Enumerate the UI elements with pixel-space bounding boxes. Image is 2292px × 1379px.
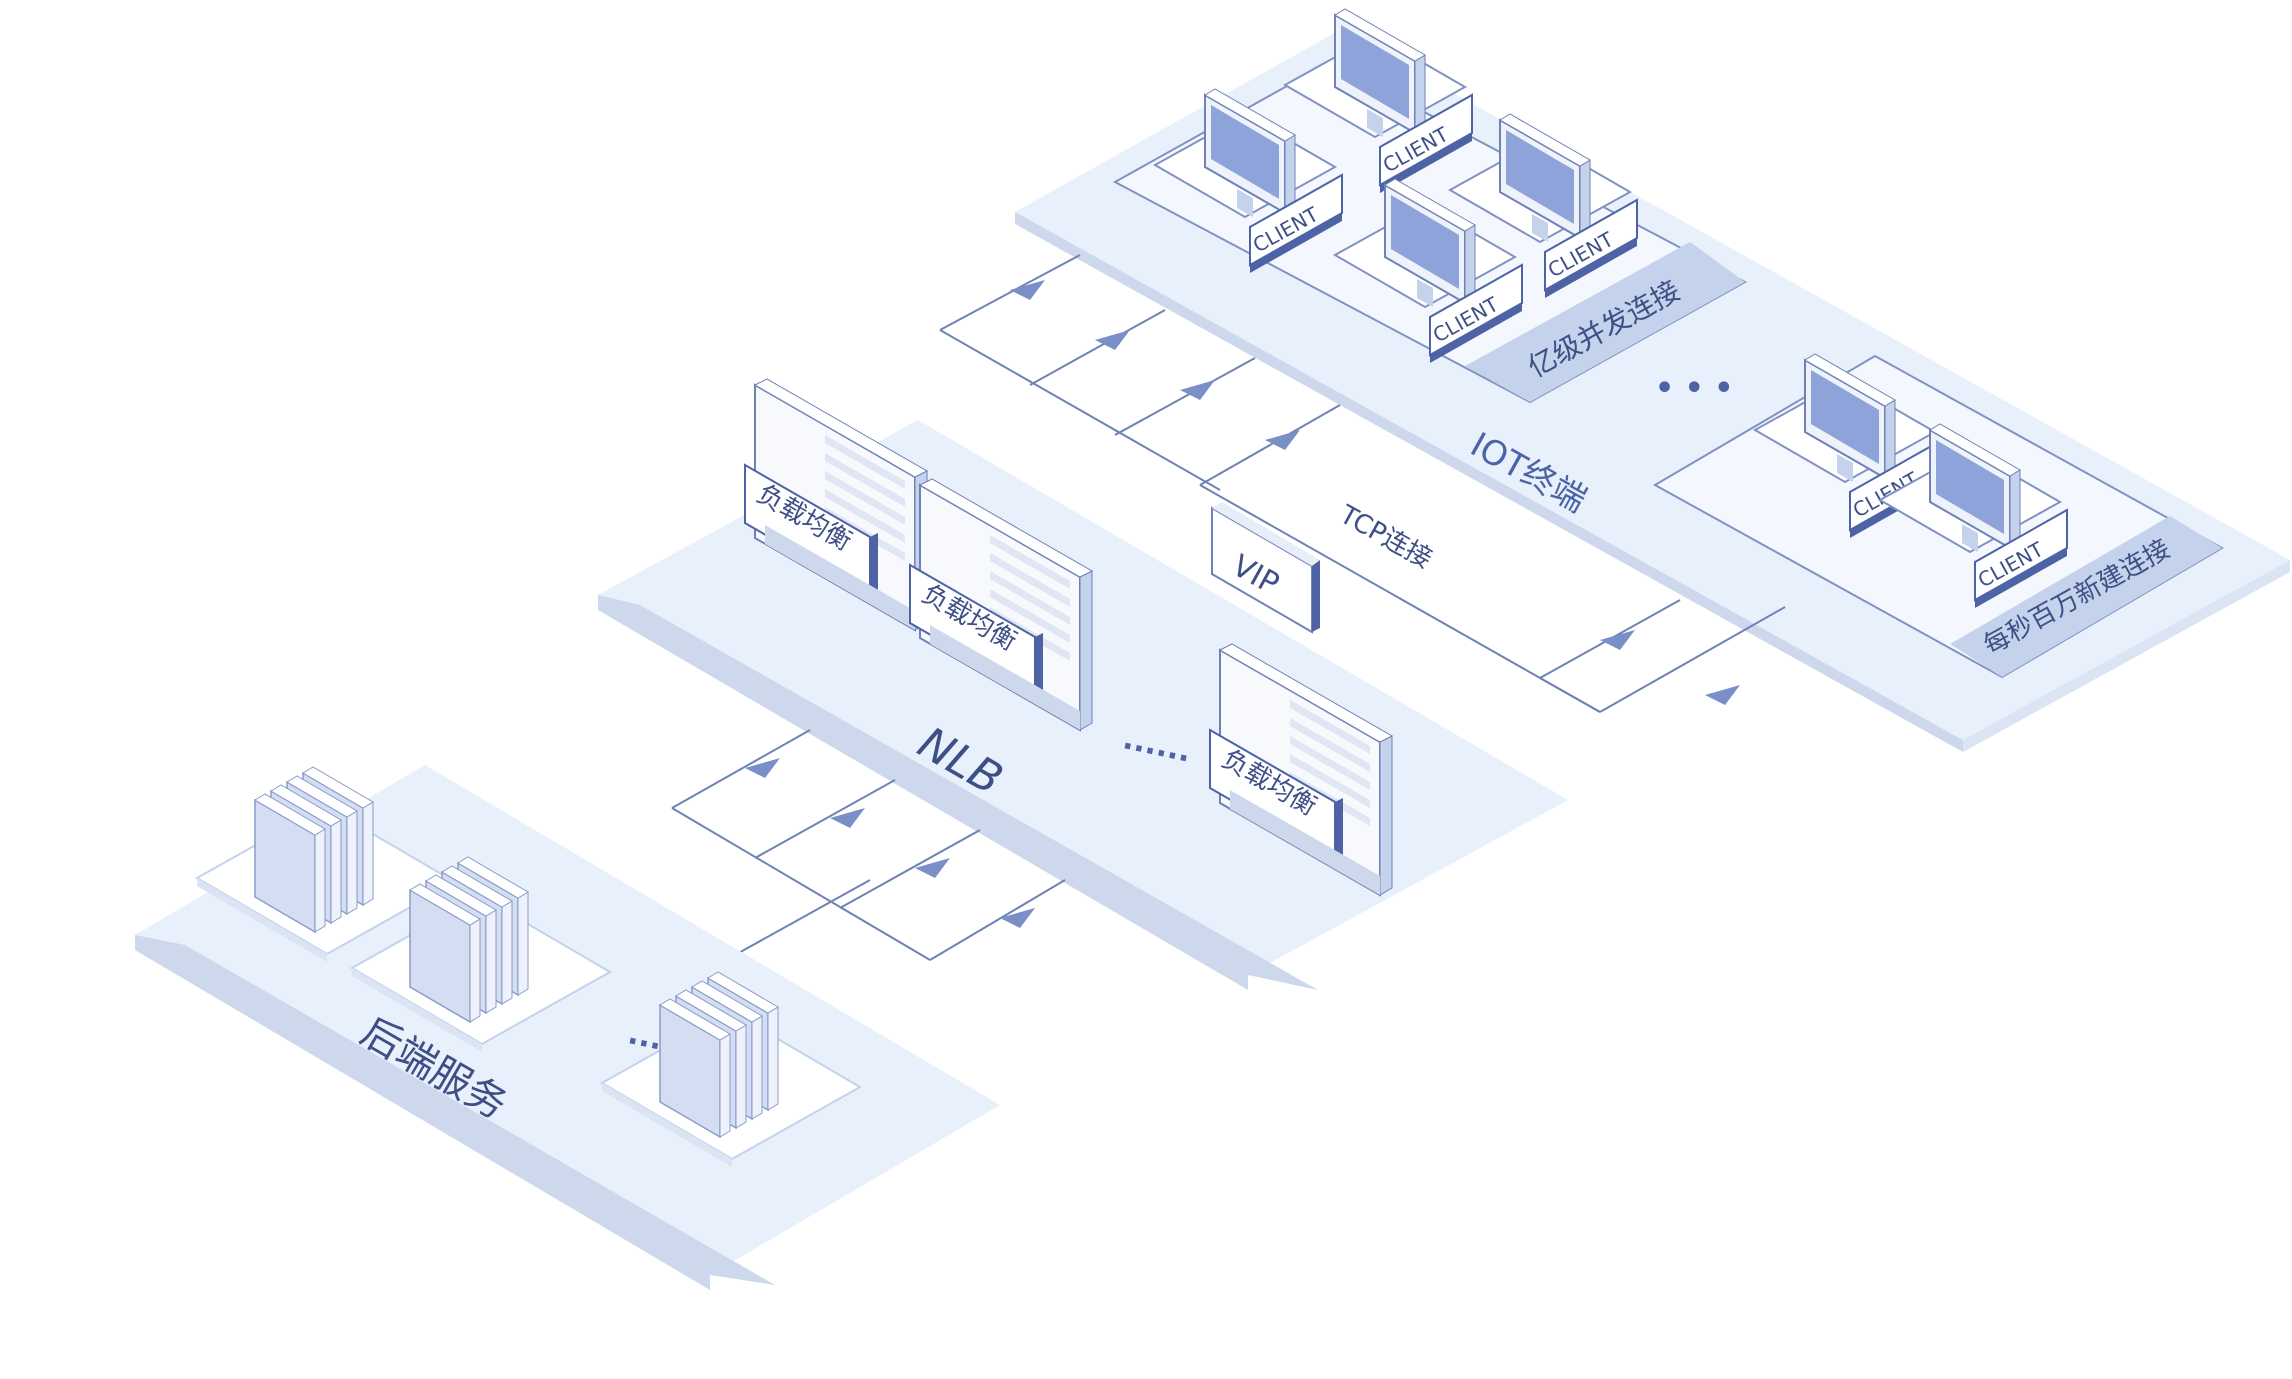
client-tag: CLIENT xyxy=(1544,198,1638,298)
client-tag: CLIENT xyxy=(1974,508,2068,608)
client-workstation: CLIENT xyxy=(1152,88,1343,273)
client-workstation: CLIENT xyxy=(1447,113,1638,298)
client-workstation: CLIENT xyxy=(1282,8,1473,193)
flow-arrows-upper xyxy=(1010,280,1740,705)
load-balancer: 负载均衡 xyxy=(744,378,929,632)
client-workstation: CLIENT xyxy=(1752,353,1943,538)
backend-server xyxy=(599,971,863,1167)
client-workstation: CLIENT xyxy=(1877,423,2068,608)
tcp-label: TCP连接 xyxy=(1334,499,1437,574)
backend-server xyxy=(349,856,613,1052)
nlb-backend-lines xyxy=(671,729,1066,961)
load-balancer: 负载均衡 xyxy=(909,478,1094,732)
flow-arrows-lower xyxy=(745,758,1035,928)
tcp-lines-upper xyxy=(939,254,1601,713)
backend-server xyxy=(194,766,458,962)
load-balancer: 负载均衡 xyxy=(1209,643,1394,897)
vip-node: VIP xyxy=(1211,502,1320,634)
iot-dots: • • • xyxy=(1655,371,1733,406)
client-workstation: CLIENT xyxy=(1332,178,1523,363)
